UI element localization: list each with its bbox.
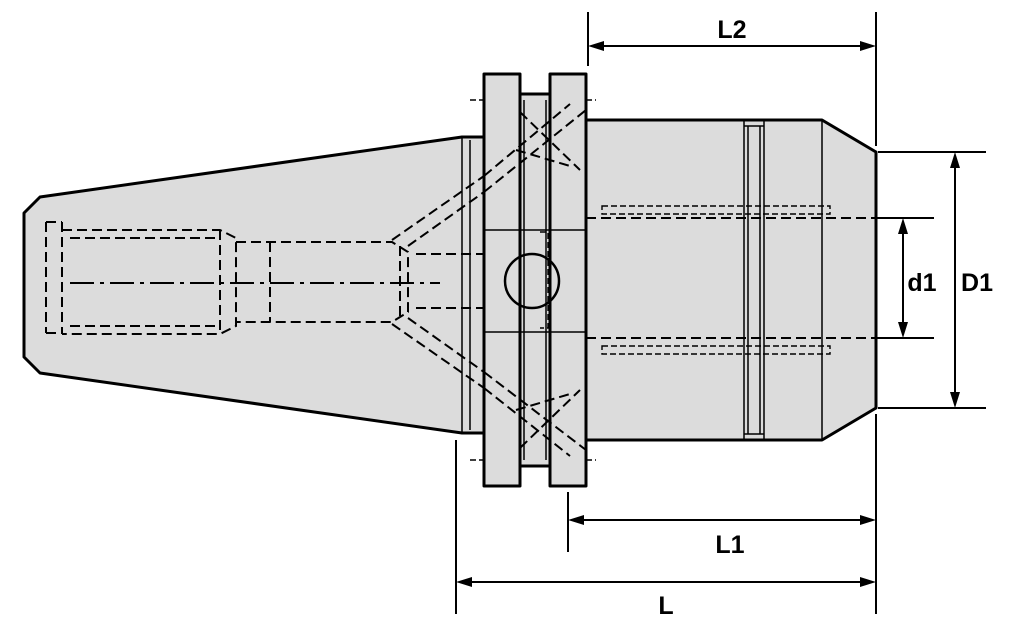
arrowhead bbox=[950, 392, 960, 408]
dimension-l: L bbox=[456, 577, 876, 620]
d1-label: d1 bbox=[907, 269, 936, 297]
l2-label: L2 bbox=[717, 16, 746, 44]
clamping-body bbox=[584, 118, 878, 442]
arrowhead bbox=[860, 41, 876, 51]
extension-lines bbox=[455, 12, 986, 614]
arrowhead bbox=[860, 577, 876, 587]
arrowhead bbox=[456, 577, 472, 587]
dimension-l2: L2 bbox=[588, 16, 876, 51]
arrowhead bbox=[588, 41, 604, 51]
l1-label: L1 bbox=[715, 531, 744, 559]
arrowhead bbox=[568, 515, 584, 525]
dimension-d1-outer: D1 bbox=[950, 152, 993, 408]
taper-shank bbox=[22, 135, 486, 435]
flange bbox=[470, 72, 596, 488]
arrowhead bbox=[898, 322, 908, 338]
l-label: L bbox=[658, 592, 673, 620]
d1-outer-label: D1 bbox=[961, 269, 993, 297]
dimension-d1: d1 bbox=[898, 218, 937, 338]
center-line bbox=[70, 229, 586, 333]
arrowhead bbox=[898, 218, 908, 234]
arrowhead bbox=[950, 152, 960, 168]
dimension-l1: L1 bbox=[568, 515, 876, 559]
arrowhead bbox=[860, 515, 876, 525]
